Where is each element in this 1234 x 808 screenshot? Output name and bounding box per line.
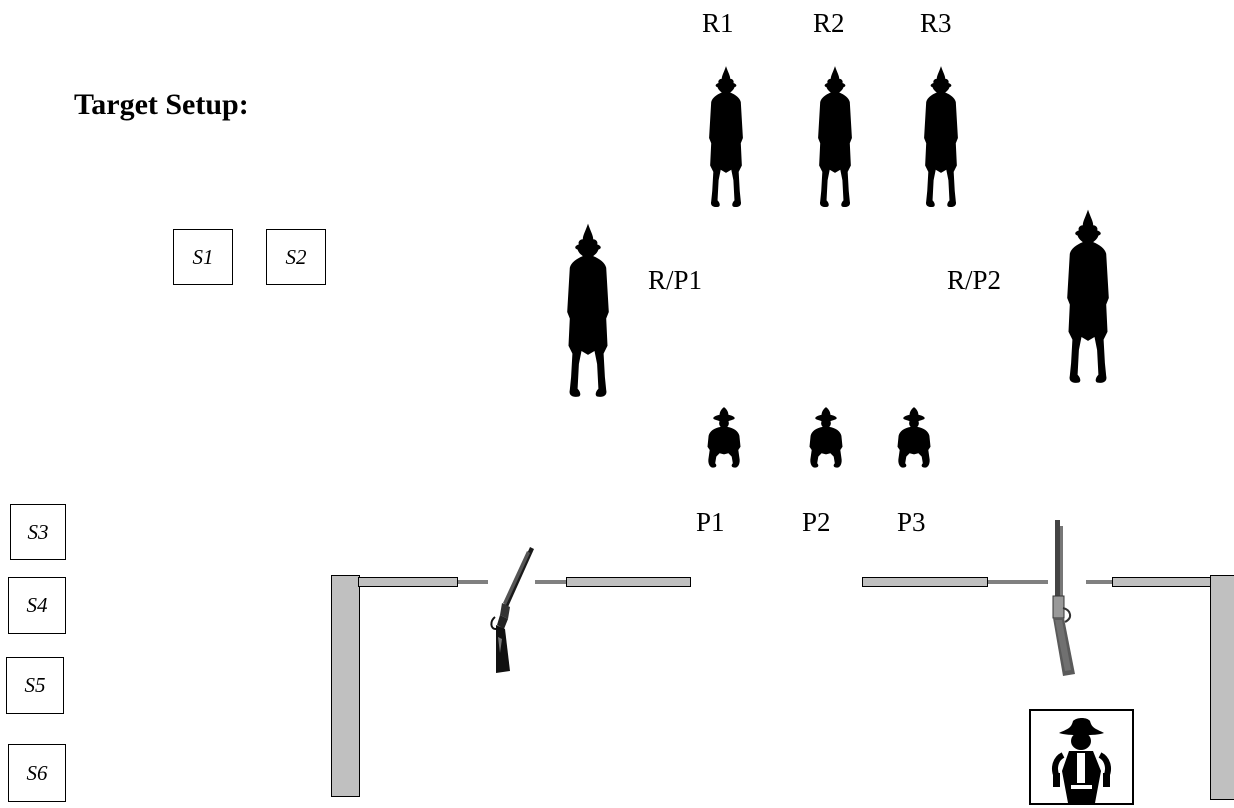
cowboy-shooter-icon: [1052, 718, 1111, 803]
shotgun-target-s4: S4: [8, 577, 66, 634]
right-rod-1: [988, 580, 1048, 584]
right-wall: [1210, 575, 1234, 800]
label-rp1: R/P1: [648, 265, 703, 295]
label-r1: R1: [702, 8, 734, 38]
target-r2-icon: [818, 66, 852, 207]
shotgun-target-s3: S3: [10, 504, 66, 560]
page-title: Target Setup:: [74, 88, 249, 121]
shotgun-target-s2: S2: [266, 229, 326, 285]
left-bar-2: [566, 577, 691, 587]
shotgun-target-s5: S5: [6, 657, 64, 714]
shotgun-target-s6: S6: [8, 744, 66, 802]
target-r3-icon: [924, 66, 958, 207]
right-bar-1: [862, 577, 988, 587]
shooter-position: [1029, 709, 1134, 805]
target-rp2-icon: [1067, 209, 1109, 383]
target-r1-icon: [709, 66, 743, 207]
label-p1: P1: [696, 507, 725, 537]
shotgun-icon: [490, 547, 534, 673]
target-p2-icon: [809, 407, 843, 468]
label-rp2: R/P2: [947, 265, 1002, 295]
target-rp1-icon: [567, 223, 609, 397]
label-r2: R2: [813, 8, 845, 38]
target-p1-icon: [707, 407, 741, 468]
left-rod-1: [458, 580, 488, 584]
shotgun-target-s1: S1: [173, 229, 233, 285]
left-bar-1: [358, 577, 458, 587]
left-wall: [331, 575, 360, 797]
right-rod-2: [1086, 580, 1114, 584]
label-r3: R3: [920, 8, 952, 38]
target-p3-icon: [897, 407, 931, 468]
label-p3: P3: [897, 507, 926, 537]
left-rod-2: [535, 580, 567, 584]
lever-action-rifle-icon: [1052, 520, 1075, 676]
right-bar-2: [1112, 577, 1212, 587]
label-p2: P2: [802, 507, 831, 537]
